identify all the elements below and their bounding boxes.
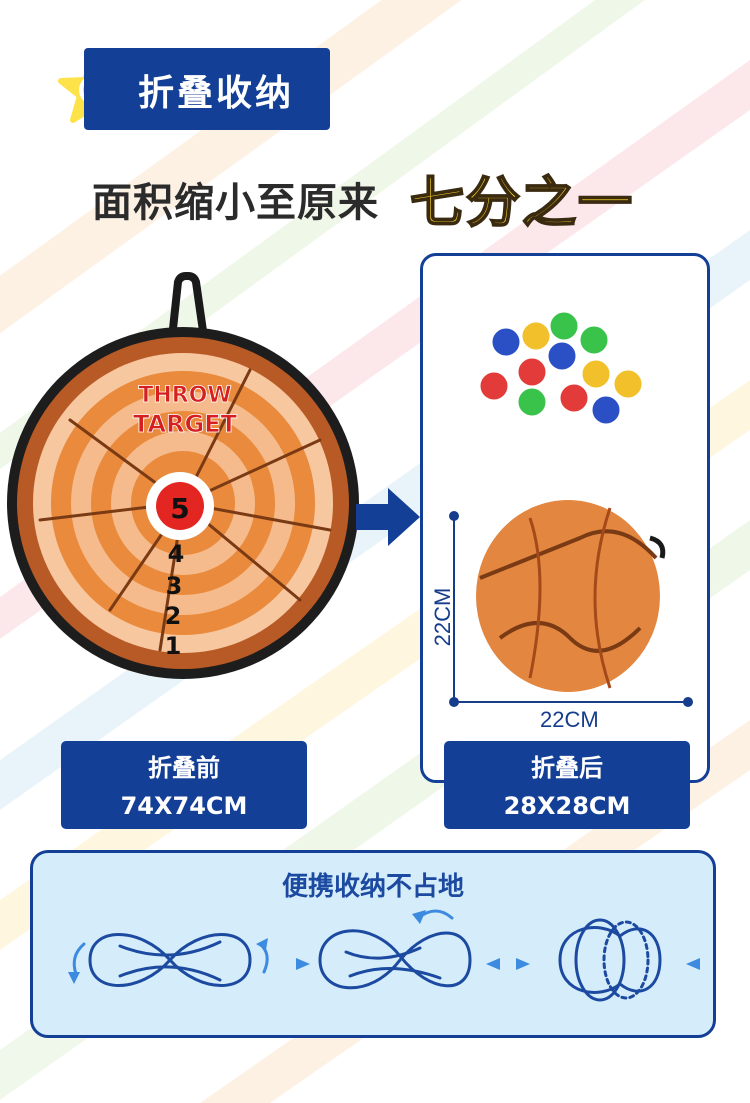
target-score-3: 3 — [166, 572, 183, 600]
before-fold-size: 74X74CM — [120, 792, 248, 820]
target-title-line2: TARGET — [133, 410, 238, 438]
storage-steps-panel — [30, 850, 716, 1038]
section-title: 折叠收纳 — [138, 73, 295, 114]
section-badge — [84, 48, 330, 130]
target-score-4: 4 — [168, 540, 185, 568]
dimension-lines — [449, 511, 693, 707]
after-fold-title: 折叠后 — [531, 754, 603, 782]
twist-step-icon — [88, 933, 252, 987]
after-fold-size: 28X28CM — [503, 792, 631, 820]
target-board: THROW TARGET 5 4 3 2 1 — [7, 272, 359, 679]
before-fold-title: 折叠前 — [148, 754, 220, 782]
target-score-5: 5 — [170, 492, 189, 525]
headline-text: 面积缩小至原来 — [92, 180, 379, 226]
fold-steps-diagram — [68, 909, 700, 1002]
target-score-1: 1 — [165, 632, 182, 660]
right-arrow-icon — [356, 488, 420, 546]
target-score-2: 2 — [165, 602, 182, 630]
target-title-line1: THROW — [138, 383, 231, 408]
height-dimension-label: 22CM — [430, 587, 455, 647]
after-fold-label: 折叠后 28X28CM — [444, 741, 690, 829]
width-dimension-label: 22CM — [540, 707, 599, 732]
headline-accent: 七分之一 — [409, 170, 634, 235]
sticky-balls-image — [477, 309, 645, 427]
before-fold-label: 折叠前 74X74CM — [61, 741, 307, 829]
fold-step-icon — [318, 929, 472, 990]
storage-steps-title: 便携收纳不占地 — [281, 872, 464, 902]
stack-step-icon — [558, 926, 662, 994]
folded-target-image — [476, 500, 666, 692]
